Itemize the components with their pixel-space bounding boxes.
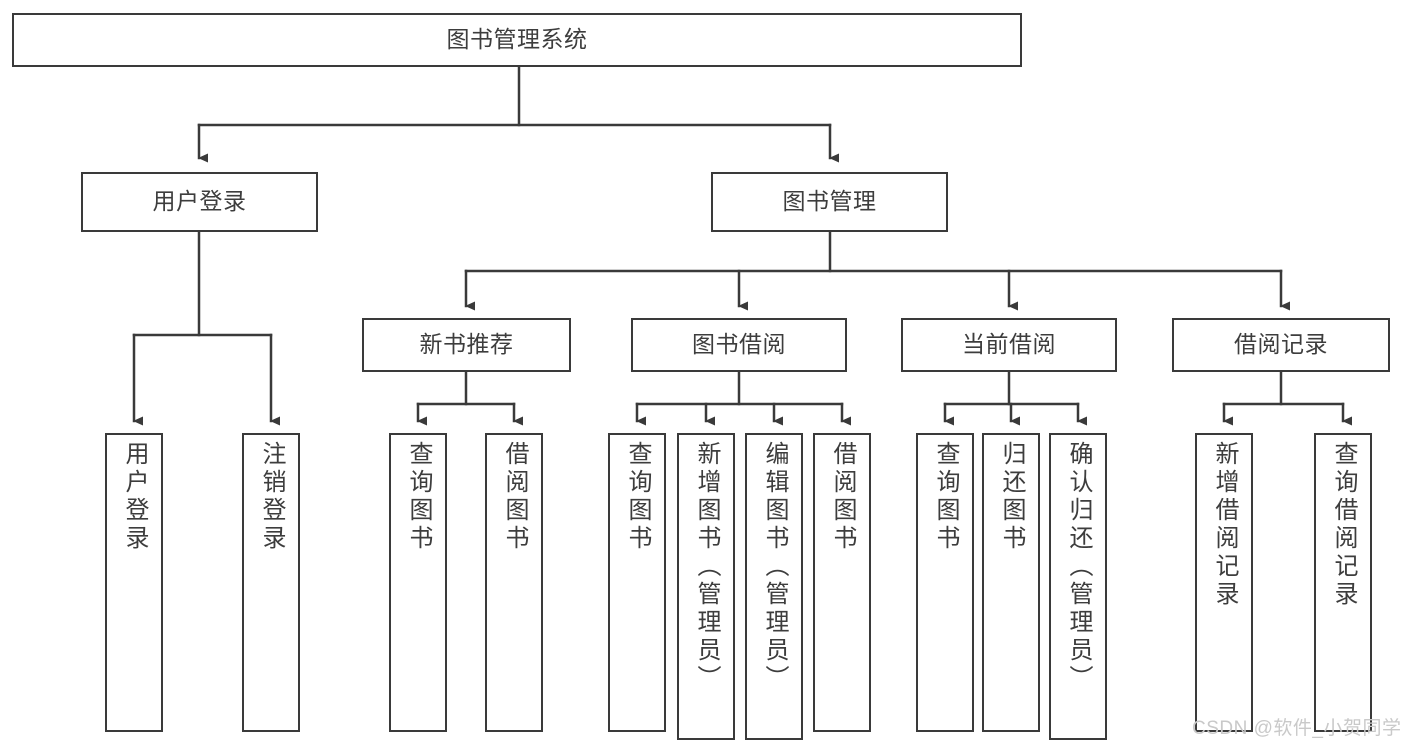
leaf-book-borrow-borrow-book[interactable]: 借阅图书 xyxy=(813,433,871,732)
node-label: 图书管理系统 xyxy=(446,26,588,53)
leaf-new-book-borrow-book[interactable]: 借阅图书 xyxy=(485,433,543,732)
leaf-current-borrow-return-book[interactable]: 归还图书 xyxy=(982,433,1040,732)
node-label: 新增图书（管理员） xyxy=(693,441,720,693)
leaf-book-borrow-add-book-admin[interactable]: 新增图书（管理员） xyxy=(677,433,735,740)
leaf-user-login-login[interactable]: 用户登录 xyxy=(105,433,163,732)
node-current-borrow[interactable]: 当前借阅 xyxy=(901,318,1117,372)
node-label: 归还图书 xyxy=(998,441,1025,553)
node-label: 查询图书 xyxy=(405,441,432,553)
leaf-borrow-record-add-record[interactable]: 新增借阅记录 xyxy=(1195,433,1253,732)
leaf-current-borrow-query-book[interactable]: 查询图书 xyxy=(916,433,974,732)
leaf-book-borrow-query-book[interactable]: 查询图书 xyxy=(608,433,666,732)
node-new-book-recommend[interactable]: 新书推荐 xyxy=(362,318,571,372)
node-label: 图书借阅 xyxy=(692,331,786,358)
leaf-user-login-logout[interactable]: 注销登录 xyxy=(242,433,300,732)
leaf-new-book-query-book[interactable]: 查询图书 xyxy=(389,433,447,732)
node-label: 查询图书 xyxy=(932,441,959,553)
leaf-current-borrow-confirm-return-admin[interactable]: 确认归还（管理员） xyxy=(1049,433,1107,740)
node-label: 新书推荐 xyxy=(419,331,514,358)
node-label: 用户登录 xyxy=(152,188,247,215)
node-label: 图书管理 xyxy=(782,188,877,215)
node-label: 注销登录 xyxy=(258,441,285,553)
watermark-text: CSDN @软件_小贺同学 xyxy=(1192,718,1402,739)
node-label: 确认归还（管理员） xyxy=(1065,441,1092,693)
node-label: 编辑图书（管理员） xyxy=(761,441,788,693)
node-root-book-management-system[interactable]: 图书管理系统 xyxy=(12,13,1022,67)
node-borrow-record[interactable]: 借阅记录 xyxy=(1172,318,1390,372)
node-label: 借阅图书 xyxy=(829,441,856,553)
node-label: 当前借阅 xyxy=(962,331,1056,358)
node-label: 用户登录 xyxy=(121,441,148,553)
node-book-management[interactable]: 图书管理 xyxy=(711,172,948,232)
leaf-borrow-record-query-record[interactable]: 查询借阅记录 xyxy=(1314,433,1372,732)
node-user-login[interactable]: 用户登录 xyxy=(81,172,318,232)
node-label: 查询借阅记录 xyxy=(1330,441,1357,609)
node-label: 查询图书 xyxy=(624,441,651,553)
node-label: 借阅记录 xyxy=(1234,331,1328,358)
leaf-book-borrow-edit-book-admin[interactable]: 编辑图书（管理员） xyxy=(745,433,803,740)
node-book-borrow[interactable]: 图书借阅 xyxy=(631,318,847,372)
node-label: 新增借阅记录 xyxy=(1211,441,1238,609)
node-label: 借阅图书 xyxy=(501,441,528,553)
